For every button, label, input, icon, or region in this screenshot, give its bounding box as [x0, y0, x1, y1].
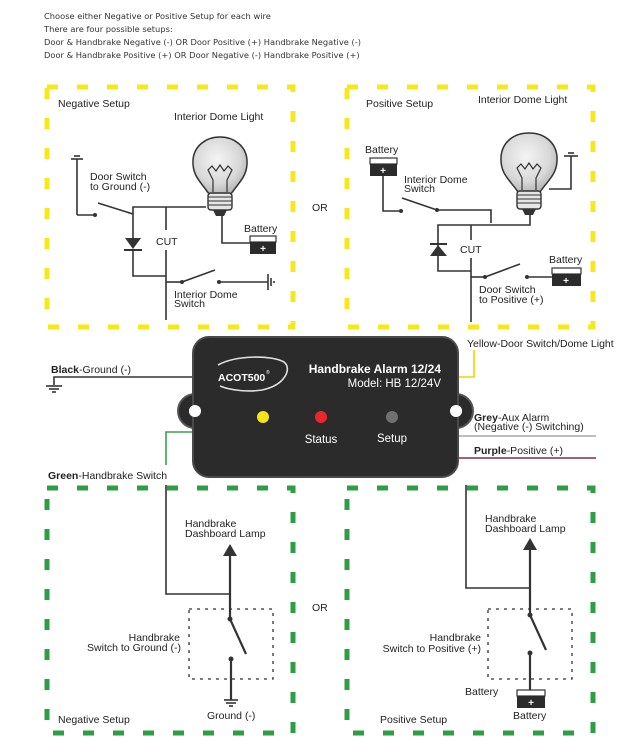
- switch-label-line2: Switch to Positive (+): [383, 643, 481, 655]
- battery-label-top: Battery: [365, 144, 399, 156]
- lamp-label-line2: Dashboard Lamp: [485, 523, 566, 535]
- yellow-wire-label: Yellow-Door Switch/Dome Light: [467, 338, 614, 350]
- grey-wire-label-line2: (Negative (-) Switching): [474, 421, 584, 433]
- device-model: Model: HB 12/24V: [348, 378, 442, 390]
- switch-label-line1: Handbrake: [430, 632, 482, 644]
- handbrake-switch-lever: [528, 614, 548, 651]
- door-switch-label-line2: to Positive (+): [479, 294, 543, 306]
- battery-sign: +: [380, 166, 386, 177]
- light-bulb-icon: [192, 136, 248, 216]
- door-switch-label-line1: Door Switch: [90, 171, 147, 183]
- dome-switch-label-line2: Switch: [174, 298, 205, 310]
- door-negative-setup: Negative Setup Interior Dome Light Door …: [58, 98, 278, 320]
- door-positive-lamp-label: Interior Dome Light: [478, 94, 567, 106]
- instruction-line: There are four possible setups:: [44, 24, 173, 34]
- battery-sign: +: [528, 698, 534, 709]
- green-wire-label: Green-Handbrake Switch: [48, 470, 167, 482]
- door-positive-box: [344, 84, 596, 330]
- black-wire: [53, 376, 196, 385]
- status-label: Status: [305, 434, 338, 446]
- door-switch-lever: [484, 263, 521, 278]
- battery-icon: +: [551, 267, 582, 287]
- handbrake-negative-setup: Handbrake Dashboard Lamp Handbrake Switc…: [58, 518, 274, 726]
- light-bulb-icon: [500, 132, 558, 215]
- battery-label-right: Battery: [549, 254, 583, 266]
- instructions: Choose either Negative or Positive Setup…: [44, 10, 361, 62]
- door-negative-lamp-label: Interior Dome Light: [174, 111, 263, 123]
- battery-label-below: Battery: [513, 710, 547, 722]
- door-positive-setup: Positive Setup Interior Dome Light Batte…: [365, 94, 583, 322]
- led-status: [315, 411, 327, 423]
- handbrake-switch-lever: [228, 618, 248, 655]
- battery-sign: +: [260, 244, 266, 255]
- ground-icon: [71, 155, 83, 215]
- setup-label: Setup: [377, 433, 407, 445]
- alarm-device: ACOT500 ® Handbrake Alarm 12/24 Model: H…: [177, 336, 474, 478]
- lamp-arrow-icon: [223, 544, 237, 556]
- switch-boundary: [487, 608, 573, 680]
- device-title: Handbrake Alarm 12/24: [309, 362, 442, 376]
- door-switch-label-line2: to Ground (-): [90, 181, 150, 193]
- led-setup: [386, 411, 398, 423]
- battery-icon: +: [516, 689, 546, 709]
- ground-icon: [46, 385, 62, 393]
- logo-registered-mark: ®: [266, 369, 270, 376]
- ground-label: Ground (-): [207, 710, 255, 722]
- diode-icon: [430, 243, 471, 272]
- door-negative-title: Negative Setup: [58, 98, 130, 110]
- lamp-arrow-icon: [523, 538, 537, 550]
- ground-icon: [564, 152, 578, 157]
- device-body: [192, 336, 459, 478]
- purple-wire-label: Purple-Positive (+): [474, 445, 563, 457]
- door-switch-label-line1: Door Switch: [479, 284, 536, 296]
- lamp-label-line2: Dashboard Lamp: [185, 528, 266, 540]
- dome-switch-lever: [181, 269, 216, 283]
- battery-label: Battery: [244, 223, 278, 235]
- black-wire-label: Black-Ground (-): [51, 364, 131, 376]
- instruction-line: Choose either Negative or Positive Setup…: [44, 11, 271, 21]
- led-yellow: [257, 411, 269, 423]
- cut-label: CUT: [460, 244, 482, 256]
- dome-switch-lever: [401, 197, 438, 211]
- dome-switch-label-line2: Switch: [404, 183, 435, 195]
- yellow-wire: [455, 350, 475, 378]
- door-positive-title: Positive Setup: [366, 98, 433, 110]
- handbrake-or-label: OR: [312, 602, 328, 614]
- dome-switch-label-line1: Interior Dome: [404, 174, 468, 186]
- lamp-label-line1: Handbrake: [185, 518, 237, 530]
- handbrake-negative-box: [44, 485, 296, 736]
- ground-icon: [224, 699, 238, 707]
- door-negative-box: [44, 84, 296, 330]
- switch-label-line1: Handbrake: [129, 632, 181, 644]
- lamp-label-line1: Handbrake: [485, 513, 537, 525]
- battery-icon: +: [249, 235, 277, 255]
- instruction-line: Door & Handbrake Negative (-) OR Door Po…: [44, 37, 361, 47]
- diode-icon: [124, 214, 166, 277]
- green-wire: [165, 431, 196, 465]
- ground-icon: [267, 274, 275, 290]
- handbrake-positive-box: [344, 485, 596, 736]
- battery-label-left: Battery: [465, 686, 499, 698]
- instruction-line: Door & Handbrake Positive (+) OR Door Ne…: [44, 50, 360, 60]
- battery-sign: +: [563, 276, 569, 287]
- door-or-label: OR: [312, 202, 328, 214]
- grey-wire-label: Grey-Aux Alarm: [474, 412, 550, 424]
- battery-icon: +: [369, 157, 398, 177]
- dome-switch-label-line1: Interior Dome: [174, 289, 238, 301]
- handbrake-positive-title: Positive Setup: [380, 714, 447, 726]
- door-switch-lever: [97, 202, 134, 215]
- switch-label-line2: Switch to Ground (-): [87, 642, 181, 654]
- handbrake-positive-setup: Handbrake Dashboard Lamp Handbrake Switc…: [380, 485, 573, 726]
- cut-label: CUT: [156, 236, 178, 248]
- switch-boundary: [188, 608, 274, 680]
- handbrake-negative-title: Negative Setup: [58, 714, 130, 726]
- acot500-logo: ACOT500 ®: [217, 356, 289, 392]
- green-wire-down: [165, 485, 230, 595]
- logo-text: ACOT500: [218, 372, 265, 384]
